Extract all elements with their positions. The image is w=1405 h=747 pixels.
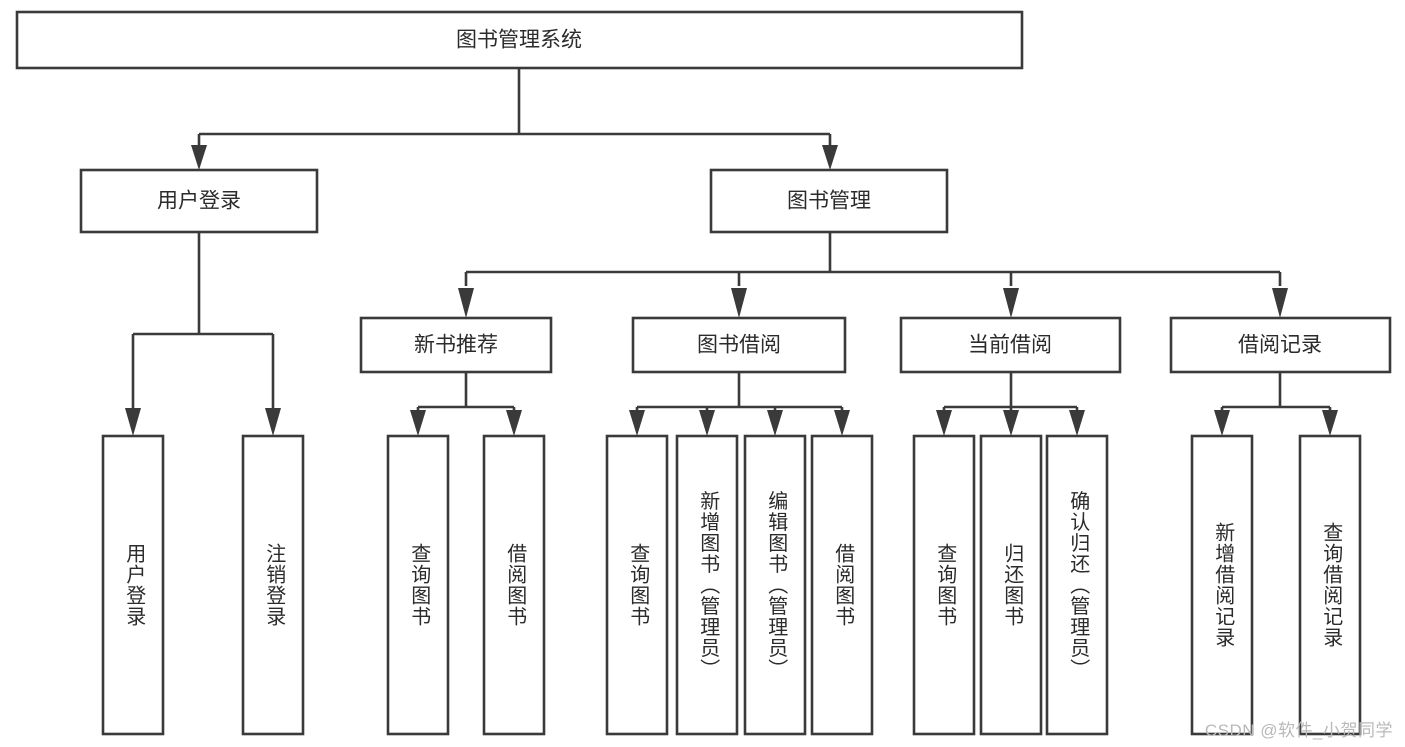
- node-root[interactable]: 图书管理系统: [15, 10, 1024, 70]
- arrow-to-new-book-rec: [458, 288, 474, 318]
- node-leaf-add-book-box[interactable]: [675, 434, 739, 736]
- node-user-login[interactable]: 用户登录: [79, 168, 319, 234]
- watermark-text: CSDN @软件_小贺同学: [1204, 721, 1393, 740]
- arrow-to-book-borrow: [731, 288, 747, 318]
- node-book-borrow[interactable]: 图书借阅: [631, 316, 847, 374]
- node-leaf-logout-login[interactable]: 注销登录: [241, 434, 305, 736]
- node-root-box[interactable]: [15, 10, 1024, 70]
- node-leaf-query-book-2-label: 查询图书: [627, 543, 650, 627]
- node-current-borrow-label: 当前借阅: [968, 334, 1052, 357]
- node-leaf-edit-book-box[interactable]: [743, 434, 807, 736]
- arrow-to-leaf-borrow-book-1: [506, 410, 522, 436]
- node-book-manage-box[interactable]: [709, 168, 949, 234]
- node-new-book-rec-box[interactable]: [359, 316, 553, 374]
- connector-new-book-rec-bus: [416, 372, 516, 414]
- node-leaf-query-book-3-box[interactable]: [912, 434, 976, 736]
- node-new-book-rec-label: 新书推荐: [414, 334, 498, 357]
- node-leaf-borrow-book-1[interactable]: 借阅图书: [482, 434, 546, 736]
- node-user-login-box[interactable]: [79, 168, 319, 234]
- node-leaf-borrow-book-1-label: 借阅图书: [504, 543, 527, 627]
- node-current-borrow[interactable]: 当前借阅: [899, 316, 1122, 374]
- node-book-manage-label: 图书管理: [787, 190, 871, 213]
- node-leaf-user-login-label: 用户登录: [123, 543, 146, 627]
- node-leaf-query-record-box[interactable]: [1298, 434, 1362, 736]
- node-borrow-record-box[interactable]: [1169, 316, 1392, 374]
- node-leaf-query-book-1-box[interactable]: [386, 434, 450, 736]
- node-leaf-confirm-return-box[interactable]: [1045, 434, 1109, 736]
- node-root-label: 图书管理系统: [456, 29, 582, 52]
- node-leaf-add-book-label: 新增图书（管理员）: [697, 490, 720, 679]
- node-leaf-add-record-label: 新增借阅记录: [1212, 522, 1235, 648]
- node-book-borrow-box[interactable]: [631, 316, 847, 374]
- node-book-manage[interactable]: 图书管理: [709, 168, 949, 234]
- node-leaf-confirm-return-label: 确认归还（管理员）: [1067, 490, 1090, 679]
- node-borrow-record-label: 借阅记录: [1238, 334, 1322, 357]
- arrow-to-borrow-record: [1272, 288, 1288, 318]
- node-leaf-query-book-3-label: 查询图书: [934, 543, 957, 627]
- node-leaf-logout-login-box[interactable]: [241, 434, 305, 736]
- node-leaf-return-book-label: 归还图书: [1001, 543, 1024, 627]
- node-leaf-edit-book[interactable]: 编辑图书（管理员）: [743, 434, 807, 736]
- node-leaf-logout-login-label: 注销登录: [263, 543, 286, 627]
- node-new-book-rec[interactable]: 新书推荐: [359, 316, 553, 374]
- node-leaf-query-book-2-box[interactable]: [605, 434, 669, 736]
- node-leaf-add-record-box[interactable]: [1190, 434, 1254, 736]
- arrow-to-book-manage: [822, 145, 838, 170]
- node-leaf-return-book-box[interactable]: [979, 434, 1043, 736]
- node-leaf-user-login-box[interactable]: [101, 434, 165, 736]
- connector-root-bus: [197, 68, 832, 158]
- node-leaf-query-book-2[interactable]: 查询图书: [605, 434, 669, 736]
- node-leaf-user-login[interactable]: 用户登录: [101, 434, 165, 736]
- connector-current-borrow-bus: [942, 372, 1079, 414]
- node-leaf-query-book-1-label: 查询图书: [408, 543, 431, 627]
- node-borrow-record[interactable]: 借阅记录: [1169, 316, 1392, 374]
- node-user-login-label: 用户登录: [157, 190, 241, 213]
- node-leaf-confirm-return[interactable]: 确认归还（管理员）: [1045, 434, 1109, 736]
- node-leaf-borrow-book-1-box[interactable]: [482, 434, 546, 736]
- node-leaf-edit-book-label: 编辑图书（管理员）: [765, 490, 788, 679]
- arrow-to-leaf-borrow-book-2: [834, 410, 850, 436]
- node-leaf-add-book[interactable]: 新增图书（管理员）: [675, 434, 739, 736]
- node-leaf-query-record[interactable]: 查询借阅记录: [1298, 434, 1362, 736]
- arrow-to-leaf-query-record: [1322, 410, 1338, 436]
- node-leaf-query-book-1[interactable]: 查询图书: [386, 434, 450, 736]
- connector-user-login-bus: [131, 232, 275, 412]
- arrow-to-leaf-logout-login: [265, 408, 281, 436]
- arrow-to-leaf-confirm-return: [1069, 410, 1085, 436]
- node-leaf-query-record-label: 查询借阅记录: [1320, 522, 1343, 648]
- node-book-borrow-label: 图书借阅: [697, 334, 781, 357]
- arrow-to-leaf-query-book-3: [936, 410, 952, 436]
- connector-book-manage-bus: [464, 232, 1282, 286]
- node-leaf-return-book[interactable]: 归还图书: [979, 434, 1043, 736]
- node-current-borrow-box[interactable]: [899, 316, 1122, 374]
- arrow-to-leaf-add-book: [699, 410, 715, 436]
- connector-borrow-record-bus: [1220, 372, 1332, 414]
- arrow-to-current-borrow: [1003, 288, 1019, 318]
- arrow-to-user-login: [191, 145, 207, 170]
- arrow-to-leaf-query-book-2: [629, 410, 645, 436]
- arrow-to-leaf-query-book-1: [410, 410, 426, 436]
- node-leaf-add-record[interactable]: 新增借阅记录: [1190, 434, 1254, 736]
- node-leaf-borrow-book-2-box[interactable]: [810, 434, 874, 736]
- arrow-to-leaf-edit-book: [767, 410, 783, 436]
- arrow-to-leaf-return-book: [1003, 410, 1019, 436]
- arrow-to-leaf-user-login: [125, 408, 141, 436]
- connector-book-borrow-bus: [635, 372, 844, 414]
- connector-layer: [125, 68, 1338, 436]
- node-leaf-borrow-book-2-label: 借阅图书: [832, 543, 855, 627]
- node-leaf-query-book-3[interactable]: 查询图书: [912, 434, 976, 736]
- arrow-to-leaf-add-record: [1214, 410, 1230, 436]
- node-leaf-borrow-book-2[interactable]: 借阅图书: [810, 434, 874, 736]
